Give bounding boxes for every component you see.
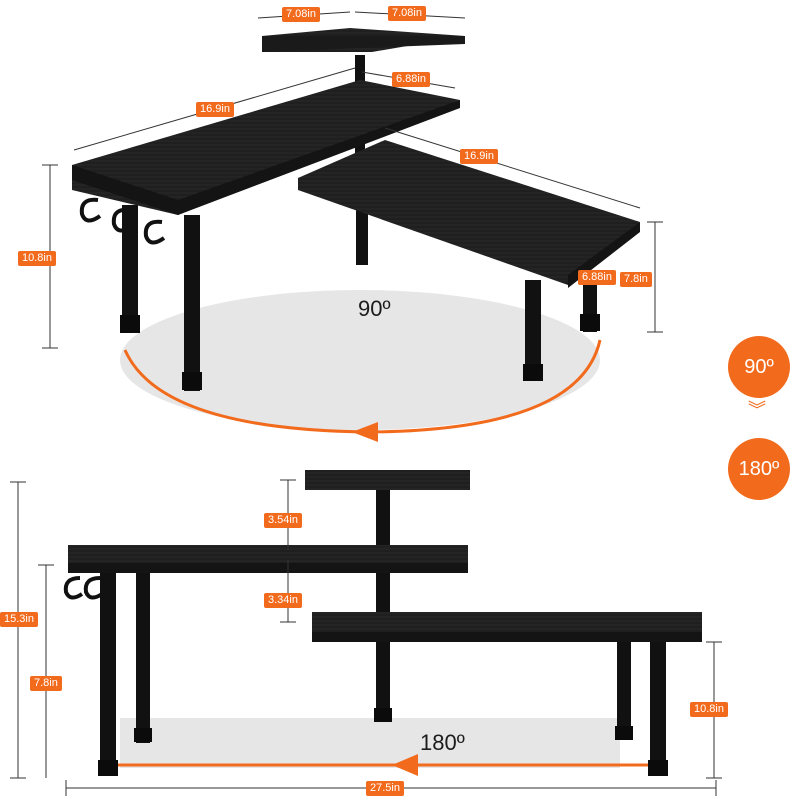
- leg: [100, 573, 116, 773]
- hooks-90: [79, 197, 166, 245]
- leg: [184, 215, 200, 391]
- dim-right-height: 10.8in: [690, 702, 728, 717]
- dim-middle-gap: 3.34in: [264, 593, 302, 608]
- dim-right-arm-length: 16.9in: [460, 149, 498, 164]
- rotation-arrow-90: [352, 422, 378, 442]
- top-shelf-180: [305, 470, 470, 490]
- dim-left-arm-length: 16.9in: [196, 102, 234, 117]
- lower-shelf: [298, 140, 640, 285]
- leg: [122, 205, 138, 333]
- badge-90: 90º: [728, 336, 790, 398]
- floor-area-180: [120, 718, 620, 768]
- dim-right-arm-depth: 6.88in: [578, 270, 616, 285]
- chevron-down-icon: ︾: [748, 400, 766, 421]
- dim-total-width: 27.5in: [366, 781, 404, 796]
- dim-overall-height: 10.8in: [18, 251, 56, 266]
- angle-label-90: 90º: [358, 296, 391, 321]
- leg: [376, 642, 390, 722]
- middle-shelf: [72, 80, 460, 215]
- leg: [525, 280, 541, 380]
- leg: [617, 642, 631, 740]
- leg: [136, 573, 150, 743]
- leg: [650, 642, 666, 774]
- dim-top-shelf-depth: 7.08in: [388, 6, 426, 21]
- dim-left-height: 7.8in: [30, 676, 62, 691]
- angle-label-180: 180º: [420, 730, 465, 755]
- dim-lower-height: 7.8in: [620, 272, 652, 287]
- dim-top-shelf-width: 7.08in: [282, 7, 320, 22]
- badge-180: 180º: [728, 438, 790, 500]
- hooks-180: [63, 576, 104, 600]
- dim-top-gap: 3.54in: [264, 513, 302, 528]
- floor-area-90: [120, 290, 600, 430]
- dim-middle-shelf-depth: 6.88in: [392, 72, 430, 87]
- rotation-arrow-180: [392, 754, 418, 776]
- dim-total-height: 15.3in: [0, 612, 38, 627]
